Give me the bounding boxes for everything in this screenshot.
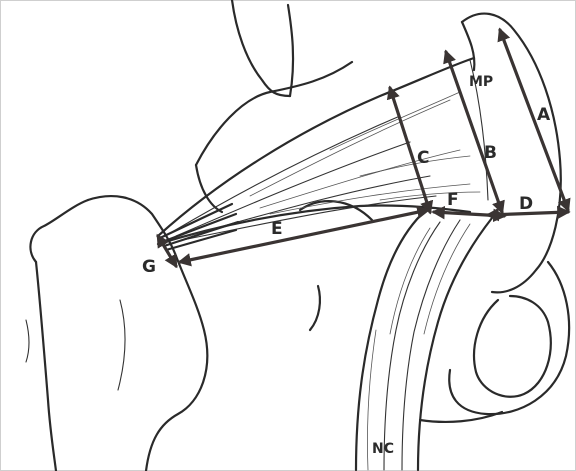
- labels: A B C D E F G MP NC: [142, 74, 551, 457]
- label-c: C: [417, 148, 429, 168]
- arrow-a: [500, 30, 568, 210]
- label-a: A: [537, 105, 551, 125]
- conjoined-tendon: [356, 210, 492, 470]
- label-f: F: [447, 190, 459, 210]
- label-nc: NC: [372, 441, 394, 457]
- pectoralis-minor-muscle: [158, 58, 480, 250]
- background-outline: [196, 0, 372, 330]
- label-e: E: [271, 219, 283, 239]
- label-d: D: [519, 194, 533, 214]
- measurement-arrows: [158, 30, 568, 266]
- label-mp: MP: [469, 74, 493, 90]
- arrow-f: [434, 212, 504, 216]
- glenoid-outline: [420, 14, 569, 422]
- label-b: B: [484, 143, 497, 163]
- label-g: G: [142, 257, 156, 277]
